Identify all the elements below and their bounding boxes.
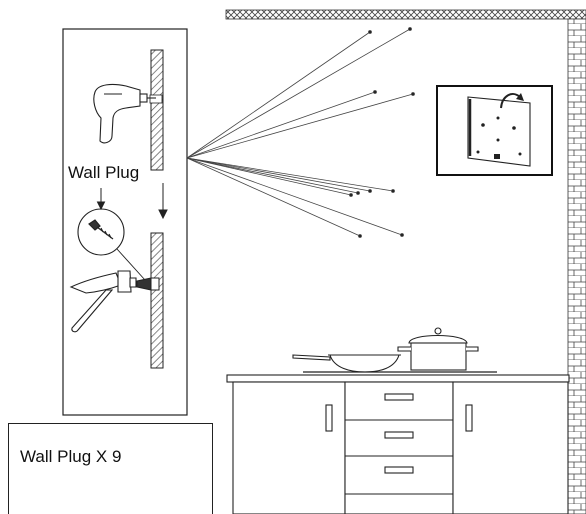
parts-list-box — [8, 423, 213, 514]
wall-plug-quantity: Wall Plug X 9 — [20, 447, 122, 466]
hammer-icon — [69, 270, 137, 333]
wall-section-plug — [150, 232, 164, 369]
screw-location-lines — [186, 27, 415, 238]
wall-section-drilling — [150, 49, 164, 171]
flip-arrow-icon — [500, 93, 524, 109]
frying-pan-icon — [292, 354, 401, 373]
drawer-handle — [384, 466, 414, 474]
kitchen-cabinet — [226, 374, 570, 514]
drawer-handle — [384, 431, 414, 439]
wall-plug-label: Wall Plug — [68, 163, 140, 182]
screw-detail-circle — [77, 208, 125, 256]
cooking-pot-icon — [397, 327, 479, 371]
ceiling — [225, 9, 586, 20]
door-handle — [465, 404, 473, 432]
wall-plug-icon — [136, 277, 160, 291]
drawer-handle — [384, 393, 414, 401]
brick-wall — [567, 18, 586, 514]
installation-steps-panel — [62, 28, 188, 416]
panel-flip-inset — [436, 85, 553, 176]
power-drill-icon — [93, 83, 156, 144]
step-arrow-icon — [158, 183, 168, 220]
screw-icon — [88, 219, 114, 240]
door-handle — [325, 404, 333, 432]
